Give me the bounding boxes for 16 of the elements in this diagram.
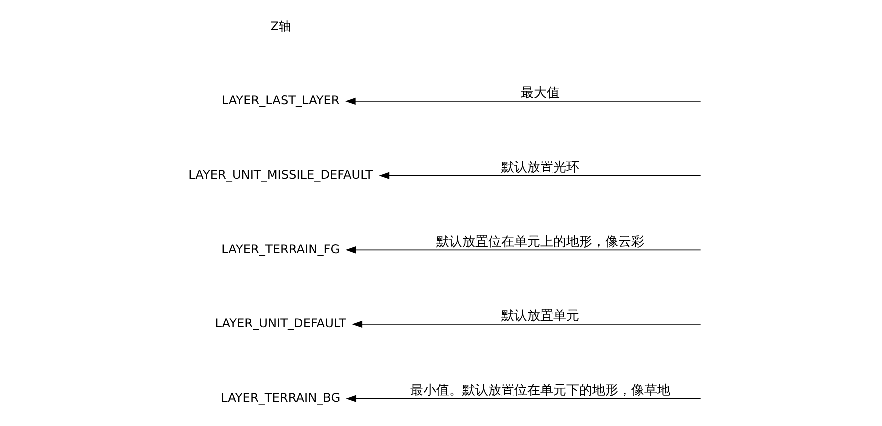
- arrow: [344, 98, 701, 106]
- node-text: LAYER_TERRAIN_FG: [221, 242, 340, 256]
- edge-label: 默认放置单元: [501, 309, 580, 324]
- arrow: [378, 172, 701, 180]
- arrow: [345, 246, 701, 254]
- label: Z轴: [270, 19, 291, 34]
- node-text: LAYER_UNIT_DEFAULT: [214, 316, 346, 331]
- arrow: [352, 320, 701, 328]
- edge-label: 最小值。默认放置位在单元下的地形，像草地: [410, 384, 670, 399]
- edge-label: 最大值: [520, 86, 560, 102]
- arrow: [346, 395, 701, 402]
- node-text: LAYER_LAST_LAYER: [221, 94, 340, 108]
- node-text: LAYER_UNIT_MISSILE_DEFAULT: [188, 168, 373, 182]
- node-text: LAYER_TERRAIN_BG: [220, 391, 340, 406]
- edge-label: 默认放置光环: [501, 160, 580, 176]
- edge-label: 默认放置位在单元上的地形，像云彩: [436, 234, 644, 250]
